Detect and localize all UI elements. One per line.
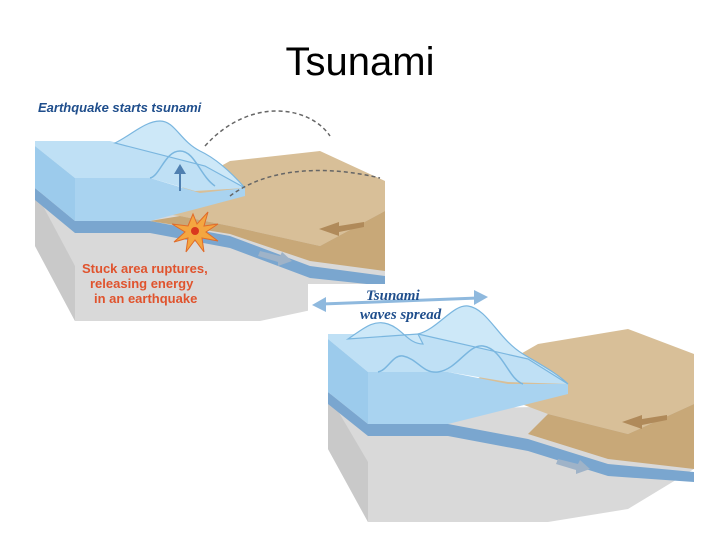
earthquake-diagram: Earthquake starts tsunami Stuck area rup… bbox=[30, 96, 390, 326]
spread-heading-line-1: Tsunami bbox=[366, 288, 420, 304]
wave-hump-left bbox=[345, 322, 424, 345]
water-body bbox=[328, 334, 568, 384]
spread-arrow-head-left bbox=[312, 297, 326, 312]
earthquake-caption-line-1: Stuck area ruptures, bbox=[82, 261, 208, 276]
spread-arrow bbox=[321, 296, 479, 306]
wave-crest bbox=[149, 150, 216, 187]
earthquake-focus bbox=[191, 227, 199, 235]
water-body bbox=[35, 141, 245, 191]
earthquake-heading: Earthquake starts tsunami bbox=[38, 100, 202, 115]
slide-title: Tsunami bbox=[285, 40, 435, 84]
wave-hump-right bbox=[417, 305, 569, 385]
plate-arrow-down bbox=[556, 459, 590, 474]
spread-diagram: Tsunami waves spread bbox=[308, 284, 698, 524]
wave-arc-dashed-2 bbox=[229, 169, 381, 197]
earthquake-caption-line-2: releasing energy bbox=[90, 276, 194, 291]
wave-hump bbox=[113, 120, 246, 189]
spread-heading-line-2: waves spread bbox=[360, 307, 442, 323]
water-side bbox=[368, 372, 568, 424]
plate-arrow-down bbox=[258, 251, 292, 266]
plate-arrow-left bbox=[319, 222, 364, 236]
land-front bbox=[528, 404, 694, 469]
plate-band bbox=[328, 392, 694, 482]
water-front bbox=[35, 146, 75, 221]
land-surface bbox=[140, 151, 385, 246]
wave-crest-front bbox=[377, 345, 524, 385]
water-side bbox=[75, 178, 245, 221]
water-front bbox=[328, 339, 368, 424]
uplift-arrow-head bbox=[174, 164, 186, 174]
crust-side bbox=[35, 191, 75, 321]
plate-arrow-left bbox=[622, 415, 667, 429]
spread-arrow-head-right bbox=[474, 290, 488, 305]
wave-arc-dashed bbox=[204, 110, 331, 147]
earthquake-caption-line-3: in an earthquake bbox=[94, 291, 197, 306]
crust-side bbox=[328, 394, 368, 522]
